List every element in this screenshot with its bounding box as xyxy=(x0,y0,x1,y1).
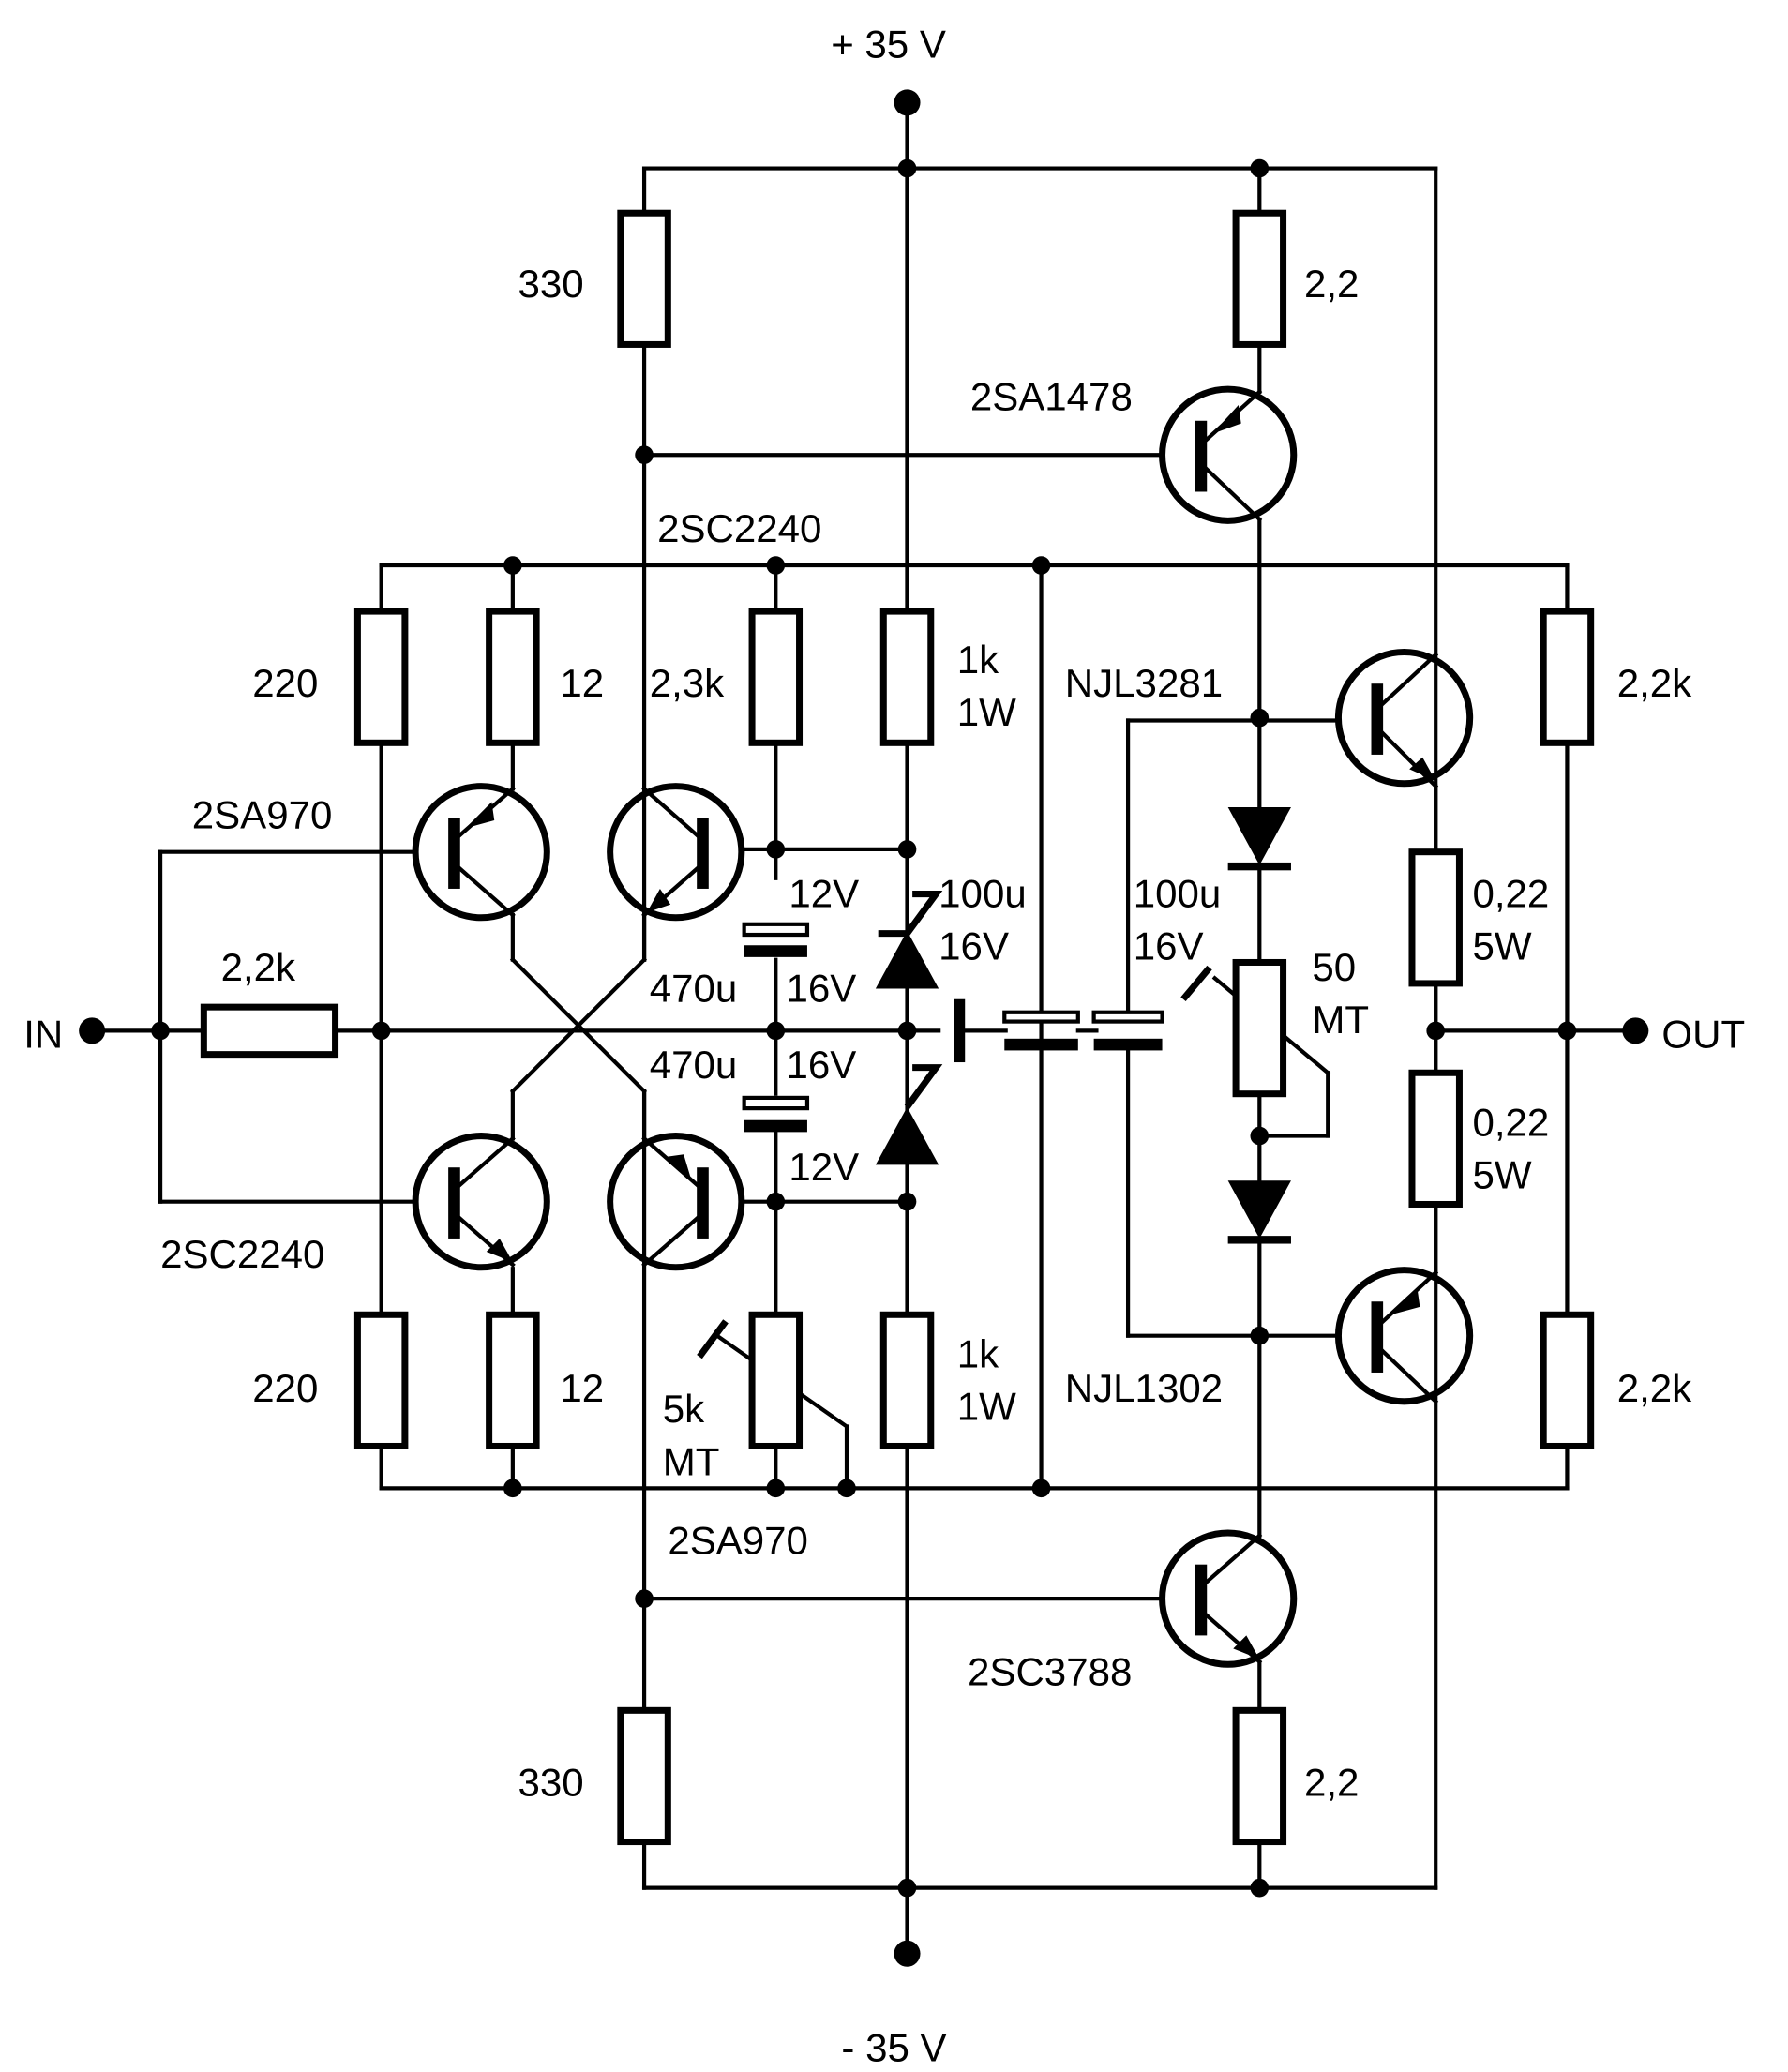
label-r12-top: 12 xyxy=(560,661,604,705)
transistors xyxy=(412,385,1474,1668)
label-q-2sc2240-left: 2SC2240 xyxy=(160,1232,324,1276)
label-r0-22-top-a: 0,22 xyxy=(1472,872,1549,916)
capacitor-100u-right-plate2 xyxy=(1093,1038,1163,1051)
trimmer-arrow-50 xyxy=(1180,965,1212,1001)
label-q-2sc2240-top: 2SC2240 xyxy=(657,506,821,550)
resistor-0-22-top xyxy=(1408,848,1463,987)
transistor-2sc2240-top xyxy=(607,783,745,922)
label-r1k-top-b: 1W xyxy=(957,690,1016,734)
capacitor-470u-top-plus xyxy=(742,922,810,938)
resistor-0-22-bot xyxy=(1408,1069,1463,1208)
label-zener-top: 12V xyxy=(789,872,859,916)
capacitor-100u-right-plate1 xyxy=(1091,1010,1164,1024)
label-q-njl1302: NJL1302 xyxy=(1065,1366,1223,1410)
transistor-njl3281 xyxy=(1334,649,1474,789)
label-r5k-b: MT xyxy=(663,1439,720,1483)
resistor-2-2k-input xyxy=(200,1003,339,1059)
resistor-2-2k-right-top xyxy=(1540,608,1595,746)
resistor-330-bot xyxy=(617,1706,671,1846)
label-r220-bot: 220 xyxy=(252,1366,318,1410)
resistor-12-bot xyxy=(486,1311,540,1449)
transistor-2sa1478 xyxy=(1159,385,1298,524)
transistor-2sa970-bot xyxy=(607,1133,745,1271)
capacitor-block-plate xyxy=(954,998,966,1063)
label-c16v-top: 16V xyxy=(787,967,857,1011)
label-q-2sa970-bot: 2SA970 xyxy=(668,1518,808,1562)
transistor-2sc3788 xyxy=(1159,1529,1298,1668)
label-r0-22-top-b: 5W xyxy=(1472,924,1531,968)
label-r330-bot: 330 xyxy=(518,1760,583,1804)
junctions xyxy=(79,89,1649,1967)
label-r5k-a: 5k xyxy=(663,1387,705,1431)
transistor-2sc2240-left xyxy=(412,1133,550,1271)
label-r2-2-top: 2,2 xyxy=(1304,262,1359,306)
resistor-2-2-bot xyxy=(1232,1706,1287,1846)
capacitor-470u-bot-plus xyxy=(742,1095,810,1111)
resistor-1k-bot xyxy=(879,1311,935,1449)
diodes xyxy=(875,807,1291,1244)
capacitor-100u-left-plate2 xyxy=(1004,1038,1078,1051)
label-r12-bot: 12 xyxy=(560,1366,604,1410)
label-supply-neg: - 35 V xyxy=(841,2026,946,2070)
diode-bot xyxy=(1227,1180,1291,1239)
label-zener-bot: 12V xyxy=(789,1145,859,1189)
label-c470u-top: 470u xyxy=(650,967,738,1011)
label-q-2sa970-left: 2SA970 xyxy=(192,792,333,836)
label-in: IN xyxy=(23,1013,63,1057)
transistor-2sa970-left xyxy=(412,783,550,922)
label-q-2sa1478: 2SA1478 xyxy=(970,375,1133,419)
label-r50-b: MT xyxy=(1312,998,1369,1042)
resistor-2-2-top xyxy=(1232,209,1287,348)
capacitor-470u-top-minus xyxy=(744,945,807,957)
resistor-220-bot xyxy=(353,1311,409,1449)
label-r2-2k-right-top: 2,2k xyxy=(1617,661,1692,705)
wires xyxy=(90,100,1638,1956)
resistor-2-3k xyxy=(748,608,804,746)
capacitors xyxy=(742,922,1164,1133)
zener-bot-bar xyxy=(904,1064,943,1109)
label-c470u-bot: 470u xyxy=(650,1043,738,1087)
label-c100u-right-b: 16V xyxy=(1134,924,1204,968)
label-r2-2-bot: 2,2 xyxy=(1304,1760,1359,1804)
label-r1k-top-a: 1k xyxy=(957,638,999,682)
zener-top-bar xyxy=(878,891,943,938)
resistor-2-2k-right-bot xyxy=(1540,1311,1595,1449)
resistor-330-top xyxy=(617,209,671,348)
resistor-12-top xyxy=(486,608,540,746)
labels: + 35 V - 35 V IN OUT 330 2,2 220 12 2,3k… xyxy=(23,23,1745,2070)
label-c100u-right-a: 100u xyxy=(1134,872,1222,916)
label-r1k-bot-b: 1W xyxy=(957,1384,1016,1428)
label-r50-a: 50 xyxy=(1312,945,1356,989)
diode-bot-bar xyxy=(1227,1236,1291,1244)
label-q-2sc3788: 2SC3788 xyxy=(968,1650,1132,1694)
capacitor-470u-bot-minus xyxy=(744,1119,807,1133)
diode-top xyxy=(1227,807,1291,865)
zener-bot xyxy=(875,1106,939,1165)
resistor-1k-top xyxy=(879,608,935,746)
label-q-njl3281: NJL3281 xyxy=(1065,661,1223,705)
label-r2-3k: 2,3k xyxy=(650,661,725,705)
label-r2-2k-right-bot: 2,2k xyxy=(1617,1366,1692,1410)
zener-top xyxy=(875,930,939,989)
resistor-50-mt xyxy=(1232,958,1287,1098)
label-r0-22-bot-a: 0,22 xyxy=(1472,1101,1549,1145)
label-out: OUT xyxy=(1661,1013,1745,1057)
label-r330-top: 330 xyxy=(518,262,583,306)
label-r2-2k-input: 2,2k xyxy=(221,945,296,989)
label-c100u-left-a: 100u xyxy=(939,872,1027,916)
transistor-njl1302 xyxy=(1334,1267,1474,1405)
diode-top-bar xyxy=(1227,862,1291,871)
label-r0-22-bot-b: 5W xyxy=(1472,1153,1531,1197)
resistor-220-top xyxy=(353,608,409,746)
label-supply-pos: + 35 V xyxy=(831,23,946,67)
label-c16v-bot: 16V xyxy=(787,1043,857,1087)
label-r220-top: 220 xyxy=(252,661,318,705)
label-r1k-bot-a: 1k xyxy=(957,1331,999,1375)
capacitor-100u-left-plate1 xyxy=(1002,1010,1080,1024)
resistors xyxy=(200,209,1595,1846)
trimmer-arrow-5k xyxy=(697,1319,729,1359)
resistor-5k-mt xyxy=(748,1311,804,1449)
label-c100u-left-b: 16V xyxy=(939,924,1009,968)
